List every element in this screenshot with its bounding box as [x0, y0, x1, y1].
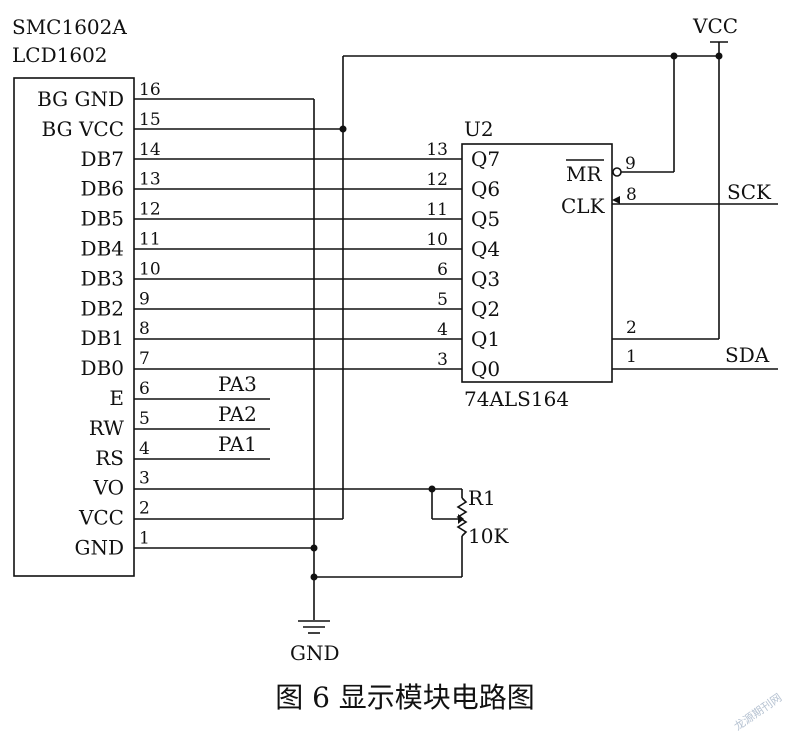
- lcd-pin-name: RW: [89, 416, 125, 440]
- lcd-pin-name: BG VCC: [42, 117, 124, 141]
- lcd-pin-number: 16: [139, 80, 161, 100]
- lcd-title-2: LCD1602: [12, 43, 108, 67]
- lcd-pin-number: 7: [139, 349, 150, 369]
- lcd-pin-number: 12: [139, 200, 161, 220]
- gnd-label: GND: [290, 641, 340, 665]
- resistor-ref: R1: [468, 486, 496, 510]
- chip-output-name: Q3: [471, 267, 500, 291]
- lcd-pin-number: 11: [139, 230, 161, 250]
- chip-output-name: Q6: [471, 177, 500, 201]
- lcd-pin-name: BG GND: [37, 87, 124, 111]
- lcd-pin-name: DB4: [81, 237, 124, 261]
- chip-output-number: 3: [437, 350, 448, 370]
- shift-register-box: [461, 143, 613, 383]
- lcd-pin-name: DB6: [81, 177, 124, 201]
- chip-output-name: Q4: [471, 237, 500, 261]
- vcc-label: VCC: [692, 14, 738, 38]
- input-1-pin-number: 1: [626, 347, 637, 367]
- chip-output-number: 10: [426, 230, 448, 250]
- watermark: 龙源期刊网: [731, 690, 784, 733]
- chip-output-name: Q1: [471, 327, 500, 351]
- mr-pin-number: 9: [625, 154, 636, 174]
- chip-ref: U2: [464, 117, 494, 141]
- lcd-pin-number: 1: [139, 529, 150, 549]
- input-2-pin-number: 2: [626, 318, 637, 338]
- lcd-pin-number: 5: [139, 409, 150, 429]
- port-label-pa2: PA2: [218, 402, 257, 426]
- lcd-pin-number: 4: [139, 439, 150, 459]
- lcd-pin-name: DB3: [81, 266, 124, 290]
- port-label-pa3: PA3: [218, 372, 257, 396]
- wiper-arrow: [458, 514, 464, 524]
- lcd-pin-number: 10: [139, 259, 161, 279]
- lcd-pin-number: 15: [139, 110, 161, 130]
- wires: [134, 41, 778, 634]
- chip-output-name: Q7: [471, 147, 500, 171]
- lcd-pin-number: 8: [139, 319, 150, 339]
- chip-output-number: 13: [426, 140, 448, 160]
- chip-output-number: 12: [426, 170, 448, 190]
- sck-label: SCK: [727, 180, 772, 204]
- lcd-pin-name: RS: [95, 446, 124, 470]
- lcd-pin-number: 14: [139, 140, 161, 160]
- lcd-pin-name: DB7: [81, 147, 124, 171]
- lcd-title-1: SMC1602A: [12, 15, 127, 39]
- port-label-pa1: PA1: [218, 432, 257, 456]
- chip-output-name: Q0: [471, 357, 500, 381]
- lcd-pin-number: 3: [139, 469, 150, 489]
- lcd-pin-name: VCC: [78, 506, 124, 530]
- figure-caption: 图 6 显示模块电路图: [275, 681, 535, 714]
- mr-inversion-bubble: [612, 167, 622, 177]
- chip-output-number: 5: [437, 290, 448, 310]
- sda-label: SDA: [725, 343, 770, 367]
- lcd-pin-number: 9: [139, 289, 150, 309]
- lcd-pin-name: DB5: [81, 207, 124, 231]
- resistor-value: 10K: [468, 524, 509, 548]
- lcd-pin-number: 13: [139, 170, 161, 190]
- chip-output-name: Q2: [471, 297, 500, 321]
- lcd-pin-name: E: [109, 386, 124, 410]
- chip-part: 74ALS164: [464, 387, 569, 411]
- chip-output-name: Q5: [471, 207, 500, 231]
- lcd-pin-name: GND: [74, 536, 124, 560]
- mr-pin-name: MR: [566, 162, 602, 186]
- lcd-module-box: [13, 77, 135, 577]
- lcd-pin-name: DB1: [81, 326, 124, 350]
- clk-pin-number: 8: [626, 185, 637, 205]
- lcd-pin-name: DB0: [81, 356, 124, 380]
- chip-output-number: 11: [426, 200, 448, 220]
- lcd-pin-name: DB2: [81, 296, 124, 320]
- chip-output-number: 6: [437, 260, 448, 280]
- junction-dots: [310, 52, 723, 581]
- lcd-pin-name: VO: [93, 476, 125, 500]
- clk-edge-marker: [612, 196, 620, 204]
- clk-pin-name: CLK: [561, 194, 606, 218]
- lcd-pin-number: 6: [139, 379, 150, 399]
- chip-output-number: 4: [437, 320, 448, 340]
- lcd-pin-number: 2: [139, 499, 150, 519]
